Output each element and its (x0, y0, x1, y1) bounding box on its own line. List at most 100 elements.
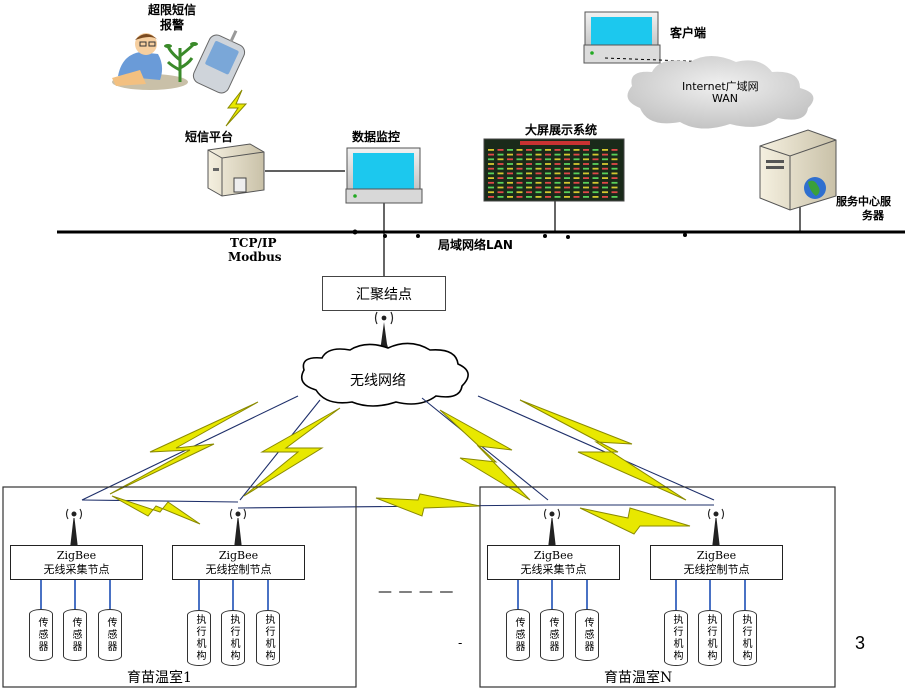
dashboard-cell (573, 196, 580, 198)
dashboard-cell (592, 167, 599, 170)
dashboard-cell (497, 167, 504, 170)
dashboard-cell (592, 158, 599, 161)
device-wires (40, 580, 746, 612)
greenhouse-ellipsis: — — — — (378, 584, 455, 600)
big-screen-dashboard (483, 138, 625, 202)
dashboard-cell (526, 158, 532, 161)
dashboard-cell (554, 177, 561, 179)
wireless-lightning-bolts (109, 399, 691, 535)
dashboard-cell (488, 196, 494, 198)
dashboard-cell (497, 191, 504, 194)
dashboard-cell (516, 191, 523, 194)
dash-mark: - (458, 636, 463, 650)
client-label: 客户端 (670, 26, 707, 40)
dashboard-cell (564, 163, 570, 165)
dashboard-cell (583, 158, 589, 161)
dashboard-cell (564, 167, 570, 170)
dashboard-cell (602, 149, 608, 151)
sensor: 传感器 (63, 609, 87, 661)
aggregation-node-box: 汇聚结点 (322, 276, 446, 311)
data-monitor-label: 数据监控 (352, 130, 401, 144)
dashboard-cell (554, 158, 561, 161)
dashboard-cell (497, 172, 504, 175)
dashboard-cell (602, 172, 608, 175)
dashboard-cell (592, 149, 599, 151)
dashboard-cell (545, 186, 551, 189)
dashboard-cell (583, 172, 589, 175)
dashboard-cell (545, 191, 551, 194)
actuator: 执行机构 (733, 610, 757, 666)
dashboard-cell (535, 177, 542, 179)
greenhouse-n-title: 育苗温室N (604, 670, 673, 686)
sms-signal-bolt (225, 89, 248, 127)
dashboard-cell (583, 163, 589, 165)
greenhouse-n-border (479, 486, 836, 688)
dashboard-cell (592, 177, 599, 179)
dashboard-cell (545, 153, 551, 156)
dashboard-cell (516, 153, 523, 156)
dashboard-cell (526, 177, 532, 179)
dashboard-cell (526, 181, 532, 184)
dashboard-cell (535, 153, 542, 156)
dashboard-cell (554, 181, 561, 184)
dashboard-cell (516, 172, 523, 175)
farmer-illustration (112, 33, 198, 90)
dashboard-cell (564, 172, 570, 175)
collect-node-title: 无线采集节点 (43, 563, 110, 576)
dashboard-cell (535, 163, 542, 165)
lan-label: 局域网络LAN (438, 238, 513, 252)
aggregation-node-label: 汇聚结点 (356, 286, 412, 303)
dashboard-cell (497, 163, 504, 165)
actuator: 执行机构 (221, 610, 245, 666)
dashboard-cell (526, 167, 532, 170)
dashboard-cell (497, 196, 504, 198)
dashboard-cell (507, 153, 513, 156)
dashboard-cell (592, 172, 599, 175)
dashboard-cell (526, 172, 532, 175)
big-screen-label: 大屏展示系统 (525, 123, 598, 137)
collect-node-protocol: ZigBee (533, 549, 574, 562)
dashboard-cell (583, 196, 589, 198)
dashboard-cell (488, 149, 494, 151)
internet-cloud (627, 56, 814, 129)
dashboard-cell (545, 181, 551, 184)
page-number: 3 (855, 633, 866, 653)
actuator: 执行机构 (187, 610, 211, 666)
dashboard-cell (535, 149, 542, 151)
dashboard-cell (592, 196, 599, 198)
dashboard-cell (545, 149, 551, 151)
dashboard-cell (573, 177, 580, 179)
sms-platform-server-icon (207, 143, 265, 197)
dashboard-cell (564, 181, 570, 184)
client-computer-icon (583, 11, 661, 64)
dashboard-cell (516, 181, 523, 184)
greenhouse-1-control-node: ZigBee 无线控制节点 (172, 545, 305, 580)
internet-label-line2: WAN (712, 92, 739, 105)
control-node-title: 无线控制节点 (205, 563, 272, 576)
dashboard-cell (583, 186, 589, 189)
service-center-label-line1: 服务中心服 (836, 195, 891, 208)
dashboard-cell (516, 186, 523, 189)
dashboard-cell (545, 172, 551, 175)
zigbee-antennas (65, 508, 725, 553)
dashboard-cell (592, 153, 599, 156)
dashboard-cell (554, 167, 561, 170)
sensor: 传感器 (575, 609, 599, 661)
wireless-link-lines (81, 395, 715, 509)
sensor: 传感器 (506, 609, 530, 661)
dashboard-cell (507, 163, 513, 165)
dashboard-cell (602, 158, 608, 161)
dashboard-cell (535, 196, 542, 198)
modbus-label: Modbus (228, 250, 282, 264)
dashboard-cell (535, 167, 542, 170)
sensor: 传感器 (540, 609, 564, 661)
dashboard-cell (592, 186, 599, 189)
dashboard-cell (497, 149, 504, 151)
dashboard-cell (564, 177, 570, 179)
dashboard-cell (526, 196, 532, 198)
dashboard-cell (583, 149, 589, 151)
sensor: 传感器 (98, 609, 122, 661)
dashboard-cell (554, 149, 561, 151)
dashboard-cell (545, 158, 551, 161)
